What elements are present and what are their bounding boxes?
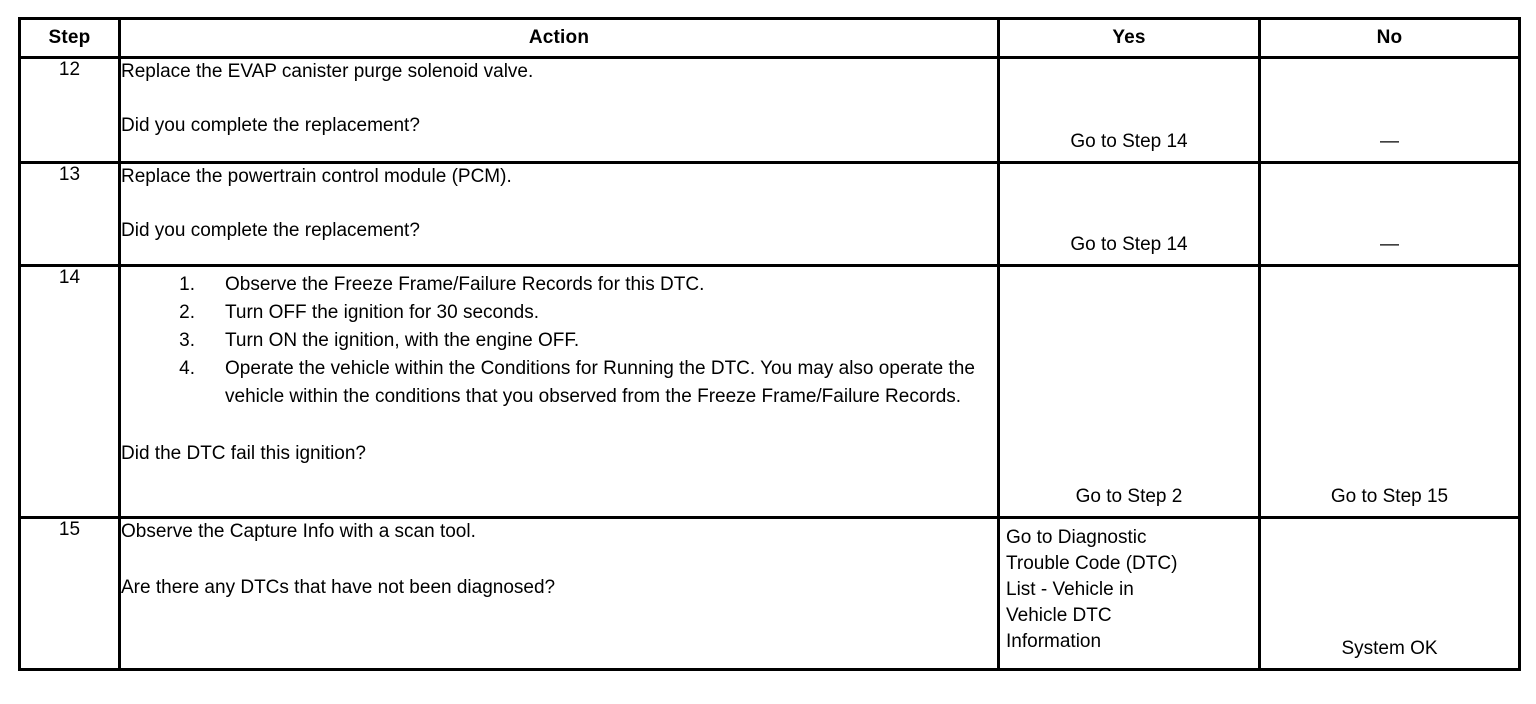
no-answer-cell: — <box>1258 161 1521 267</box>
action-question: Did you complete the replacement? <box>121 115 420 136</box>
spacer <box>121 411 997 441</box>
action-question: Did you complete the replacement? <box>121 220 420 241</box>
action-cell: Observe the Capture Info with a scan too… <box>118 516 1000 671</box>
table-row: 12 Replace the EVAP canister purge solen… <box>18 56 1521 164</box>
action-step-list: 1. Observe the Freeze Frame/Failure Reco… <box>121 271 997 411</box>
action-cell: Replace the EVAP canister purge solenoid… <box>118 56 1000 164</box>
column-header-step: Step <box>18 17 121 59</box>
list-item-label: Turn ON the ignition, with the engine OF… <box>225 330 580 351</box>
list-item: 2. Turn OFF the ignition for 30 seconds. <box>121 299 997 327</box>
column-header-action: Action <box>118 17 1000 59</box>
no-answer-cell: Go to Step 15 <box>1258 264 1521 519</box>
diagnostic-procedure-table: Step Action Yes No 12 Replace the EVAP c… <box>18 17 1521 671</box>
yes-answer-line: Information <box>1006 631 1102 652</box>
action-question: Are there any DTCs that have not been di… <box>121 577 556 598</box>
table-row: 14 1. Observe the Freeze Frame/Failure R… <box>18 264 1521 519</box>
yes-answer-line: Vehicle DTC <box>1006 605 1112 626</box>
yes-answer-cell: Go to Diagnostic Trouble Code (DTC) List… <box>997 516 1261 671</box>
list-item-number: 4. <box>179 358 195 379</box>
spacer <box>121 190 997 218</box>
no-answer-cell: System OK <box>1258 516 1521 671</box>
yes-answer-text: Go to Step 14 <box>1070 234 1188 255</box>
yes-answer-text: Go to Step 2 <box>1075 486 1183 507</box>
spacer <box>121 545 997 575</box>
step-number-cell: 15 <box>18 516 121 671</box>
list-item-number: 2. <box>179 302 195 323</box>
table-header-row: Step Action Yes No <box>18 17 1521 59</box>
list-item-label: Turn OFF the ignition for 30 seconds. <box>225 302 540 323</box>
list-item-number: 1. <box>179 274 195 295</box>
step-number-cell: 12 <box>18 56 121 164</box>
action-instruction: Replace the EVAP canister purge solenoid… <box>121 61 534 82</box>
yes-answer-cell: Go to Step 2 <box>997 264 1261 519</box>
list-item: 4. Operate the vehicle within the Condit… <box>121 355 997 411</box>
action-question: Did the DTC fail this ignition? <box>121 443 366 464</box>
table-row: 15 Observe the Capture Info with a scan … <box>18 516 1521 671</box>
step-number-cell: 13 <box>18 161 121 267</box>
no-answer-text: — <box>1380 131 1399 152</box>
action-cell: 1. Observe the Freeze Frame/Failure Reco… <box>118 264 1000 519</box>
no-answer-text: — <box>1380 234 1399 255</box>
list-item-number: 3. <box>179 330 195 351</box>
yes-answer-line: List - Vehicle in <box>1006 579 1134 600</box>
action-cell: Replace the powertrain control module (P… <box>118 161 1000 267</box>
no-answer-text: System OK <box>1341 638 1438 659</box>
list-item-label: Observe the Freeze Frame/Failure Records… <box>225 274 705 295</box>
yes-answer-text: Go to Step 14 <box>1070 131 1188 152</box>
action-instruction: Observe the Capture Info with a scan too… <box>121 521 476 542</box>
list-item-label: Operate the vehicle within the Condition… <box>225 358 975 407</box>
action-instruction: Replace the powertrain control module (P… <box>121 166 512 187</box>
table-row: 13 Replace the powertrain control module… <box>18 161 1521 267</box>
no-answer-text: Go to Step 15 <box>1330 486 1449 507</box>
step-number-cell: 14 <box>18 264 121 519</box>
column-header-no: No <box>1258 17 1521 59</box>
yes-answer-cell: Go to Step 14 <box>997 161 1261 267</box>
list-item: 1. Observe the Freeze Frame/Failure Reco… <box>121 271 997 299</box>
list-item: 3. Turn ON the ignition, with the engine… <box>121 327 997 355</box>
spacer <box>121 85 997 113</box>
no-answer-cell: — <box>1258 56 1521 164</box>
yes-answer-cell: Go to Step 14 <box>997 56 1261 164</box>
yes-answer-line: Go to Diagnostic <box>1006 527 1147 548</box>
yes-answer-line: Trouble Code (DTC) <box>1006 553 1178 574</box>
column-header-yes: Yes <box>997 17 1261 59</box>
yes-answer-text: Go to Diagnostic Trouble Code (DTC) List… <box>1000 519 1258 661</box>
